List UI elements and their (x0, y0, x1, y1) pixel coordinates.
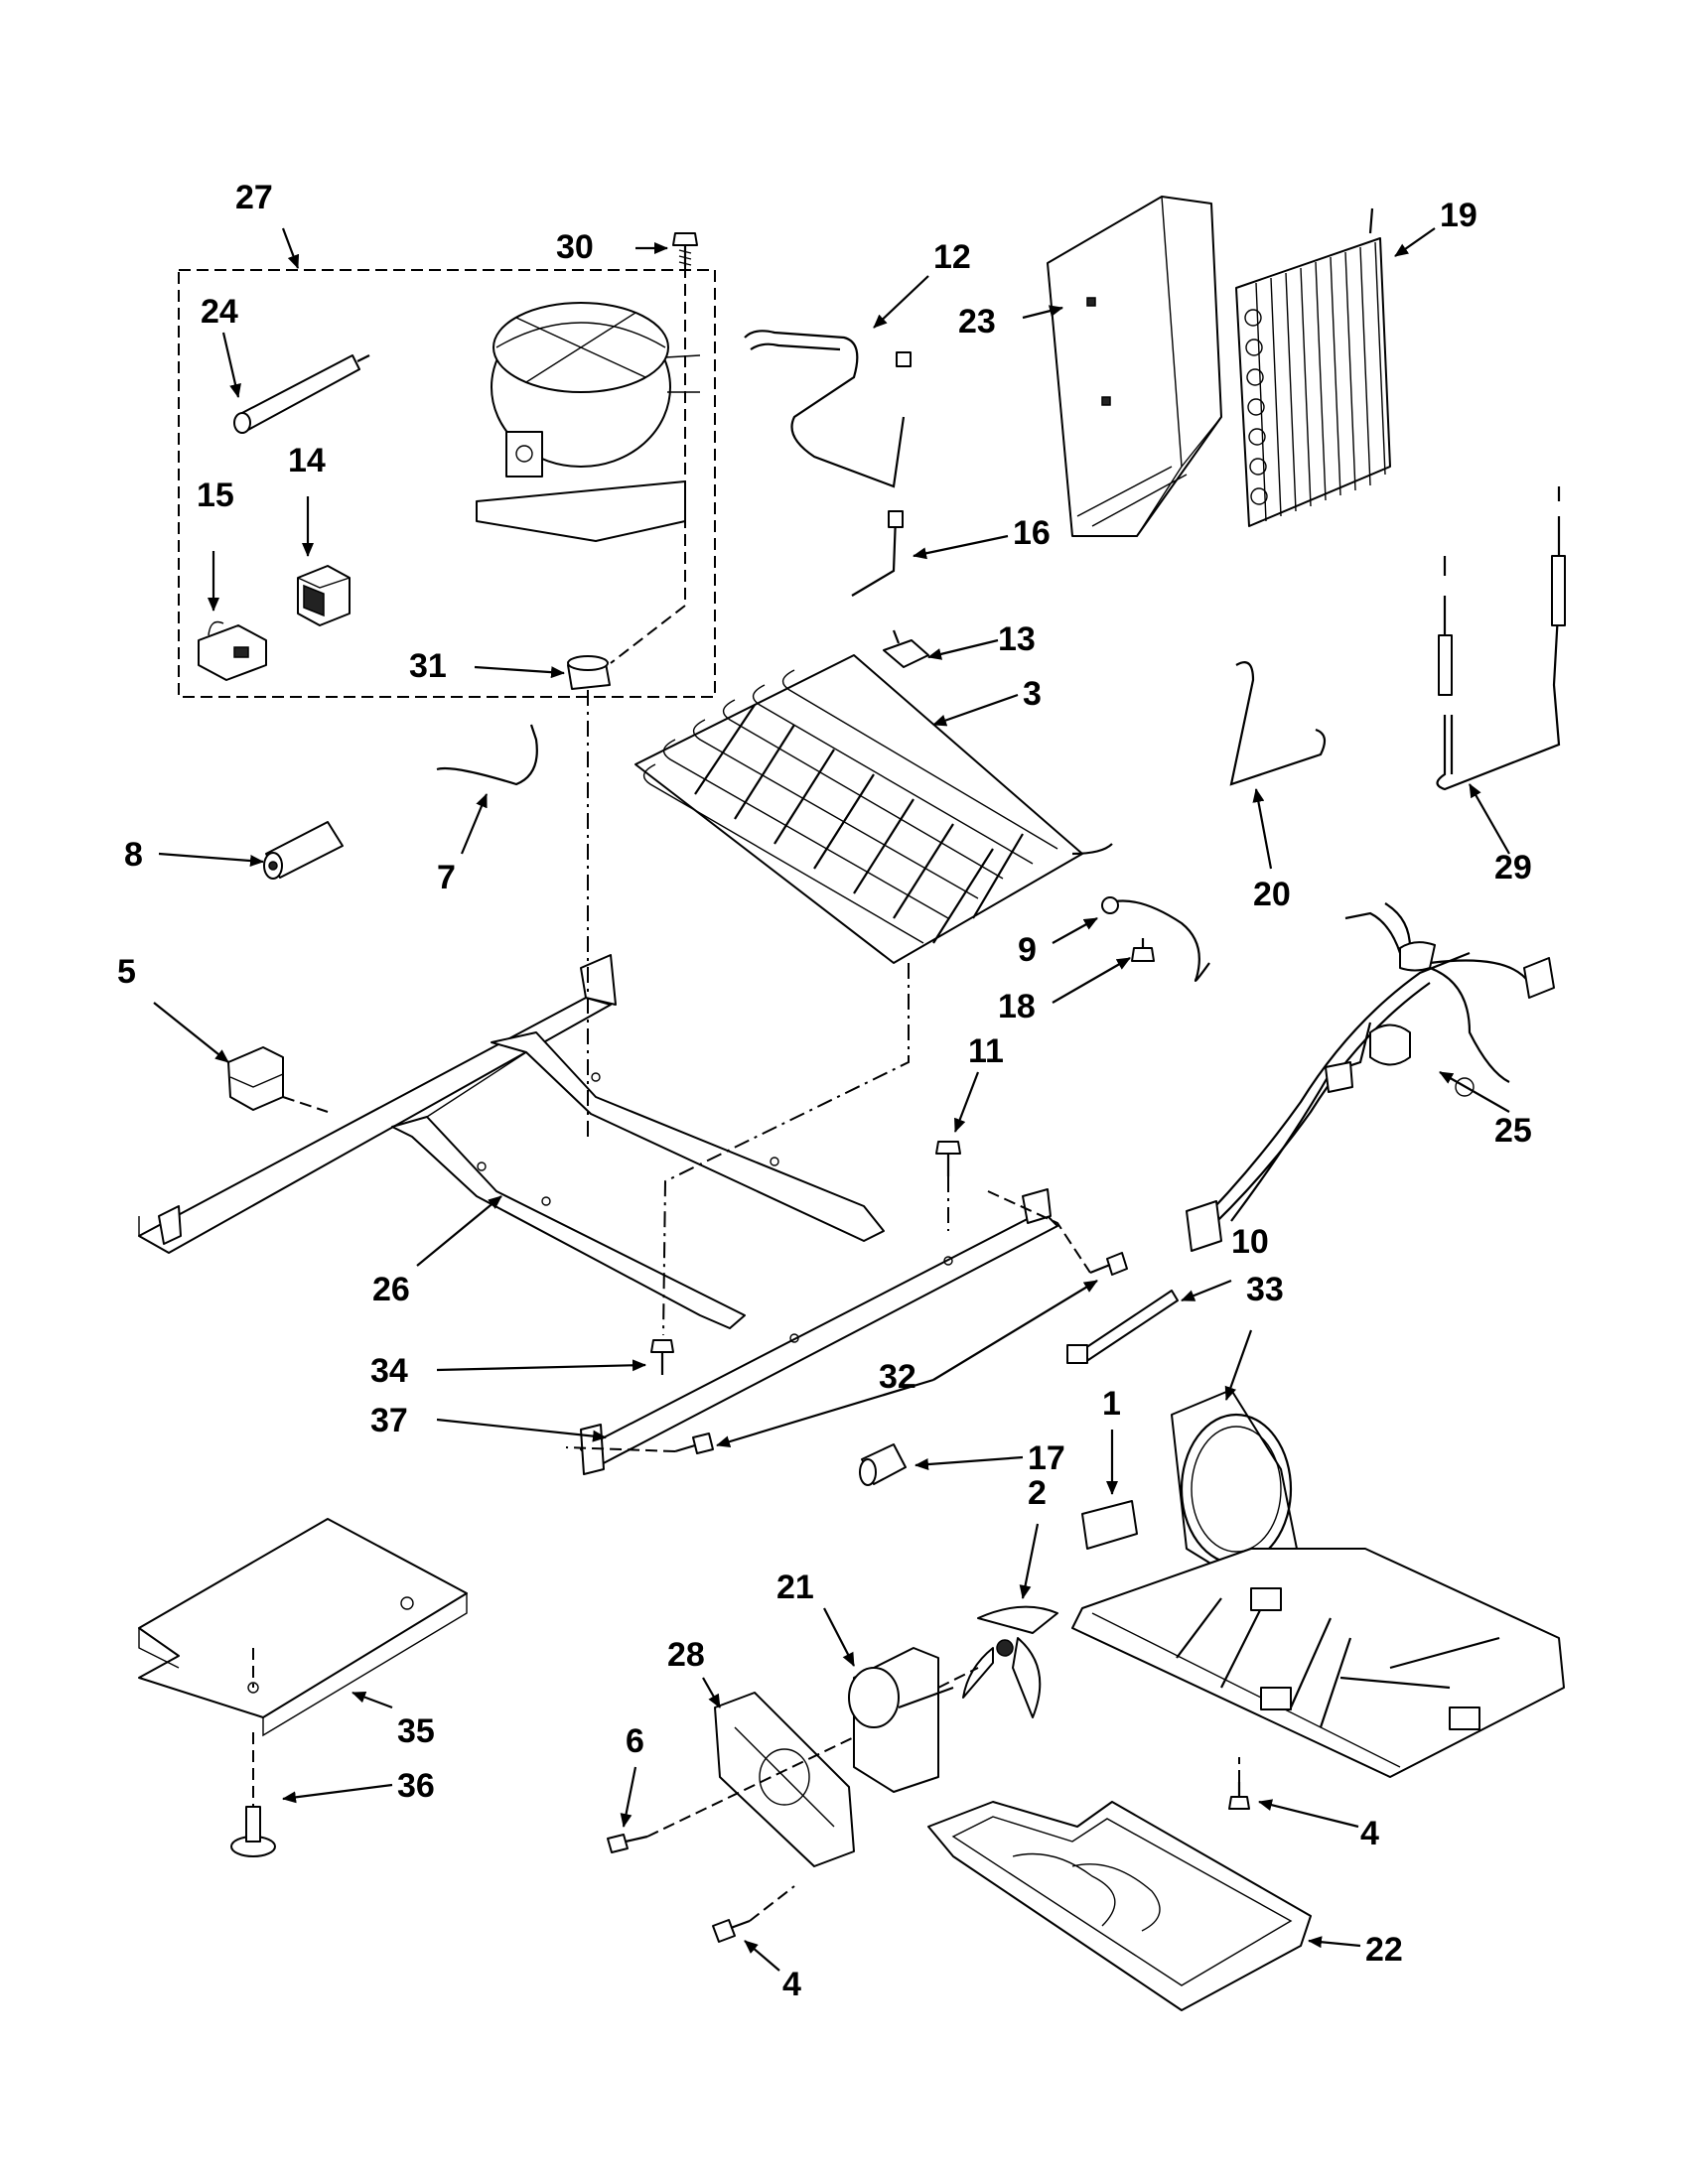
cable-tie-10[interactable] (1066, 1290, 1179, 1364)
callout-9: 9 (1018, 931, 1037, 969)
sensor-9[interactable] (1101, 896, 1210, 982)
callout-16: 16 (1013, 514, 1051, 552)
guide-screw4-left (749, 1885, 795, 1922)
compressor-kit-boundary (178, 269, 716, 698)
leader-lines (153, 227, 1510, 1972)
guide-fan (646, 1667, 979, 1838)
callout-24: 24 (201, 293, 238, 331)
screw-30[interactable] (672, 232, 698, 266)
insulation-1[interactable] (1081, 1500, 1138, 1550)
callout-1: 1 (1102, 1385, 1121, 1423)
callout-4-left: 4 (782, 1966, 801, 2003)
tube-8[interactable] (263, 821, 344, 880)
callout-15: 15 (197, 477, 234, 514)
callout-2: 2 (1028, 1474, 1047, 1512)
callout-32: 32 (879, 1358, 916, 1396)
callout-19: 19 (1440, 197, 1477, 234)
callout-26: 26 (372, 1271, 410, 1308)
motor-bracket-28[interactable] (714, 1692, 855, 1867)
screw-32-right[interactable] (1089, 1252, 1128, 1276)
callout-6: 6 (626, 1722, 644, 1760)
callout-34: 34 (370, 1352, 408, 1390)
callout-14: 14 (288, 442, 326, 479)
relay-14[interactable] (297, 565, 351, 626)
callout-31: 31 (409, 647, 447, 685)
callout-12: 12 (933, 238, 971, 276)
screw-6[interactable] (607, 1834, 648, 1853)
guide-rail-screw32 (987, 1190, 1091, 1274)
callout-37: 37 (370, 1402, 408, 1439)
guide-screw32-rail (565, 1446, 676, 1452)
callout-13: 13 (998, 620, 1036, 658)
grommet-31[interactable] (567, 655, 611, 690)
capacitor-17[interactable] (859, 1443, 907, 1486)
condenser-shroud-23[interactable] (1047, 196, 1222, 537)
callout-10: 10 (1231, 1223, 1269, 1261)
callout-28: 28 (667, 1636, 705, 1674)
callout-8: 8 (124, 836, 143, 874)
fan-motor-21[interactable] (848, 1647, 954, 1793)
frame-rail-37[interactable] (580, 1188, 1058, 1475)
callout-33: 33 (1246, 1271, 1284, 1308)
screw-32-left[interactable] (674, 1433, 714, 1454)
callout-18: 18 (998, 988, 1036, 1025)
hook-20[interactable] (1229, 661, 1327, 786)
callout-29: 29 (1494, 849, 1532, 887)
fan-blade-2[interactable] (962, 1605, 1058, 1718)
guide-compressor-grommet (610, 266, 686, 664)
drain-pan-22[interactable] (927, 1801, 1312, 2011)
screw-18[interactable] (1131, 938, 1155, 962)
callout-3: 3 (1023, 675, 1042, 713)
callout-20: 20 (1253, 876, 1291, 913)
callout-labels: 27 30 24 14 15 31 12 16 23 19 13 3 7 8 5… (117, 179, 1532, 2003)
drier-24[interactable] (233, 354, 370, 434)
screw-34[interactable] (650, 1339, 674, 1375)
condenser-coil-19[interactable] (1235, 207, 1391, 527)
screw-4-left[interactable] (712, 1919, 751, 1943)
callout-25: 25 (1494, 1112, 1532, 1150)
callout-30: 30 (556, 228, 594, 266)
base-plate-33[interactable] (1071, 1548, 1565, 1778)
panel-35[interactable] (138, 1518, 468, 1737)
wire-7[interactable] (436, 724, 538, 786)
evaporator-3[interactable] (634, 654, 1113, 964)
callout-27: 27 (235, 179, 273, 216)
clip-5[interactable] (227, 1046, 284, 1111)
wire-harness-25[interactable] (1186, 902, 1555, 1252)
frame-rail-26[interactable] (391, 1031, 885, 1329)
discharge-tube-12[interactable] (744, 330, 912, 488)
callout-22: 22 (1365, 1931, 1403, 1969)
screw-11[interactable] (935, 1141, 961, 1176)
callout-11: 11 (968, 1032, 1004, 1070)
callout-36: 36 (397, 1767, 435, 1805)
callout-21: 21 (776, 1569, 814, 1606)
leveling-foot-36[interactable] (230, 1806, 276, 1857)
callout-5: 5 (117, 953, 136, 991)
frame-rail-5[interactable] (138, 954, 617, 1254)
guide-clip-rail (282, 1096, 329, 1113)
screw-4-right[interactable] (1228, 1782, 1250, 1810)
tube-16[interactable] (851, 510, 904, 597)
compressor[interactable] (476, 302, 701, 542)
callout-23: 23 (958, 303, 996, 341)
callout-7: 7 (437, 859, 456, 896)
bracket-13[interactable] (883, 629, 929, 668)
capillary-tube-29[interactable] (1436, 486, 1566, 791)
overload-15[interactable] (198, 620, 267, 681)
callout-35: 35 (397, 1712, 435, 1750)
callout-4-right: 4 (1360, 1815, 1379, 1852)
callout-17: 17 (1028, 1439, 1065, 1477)
